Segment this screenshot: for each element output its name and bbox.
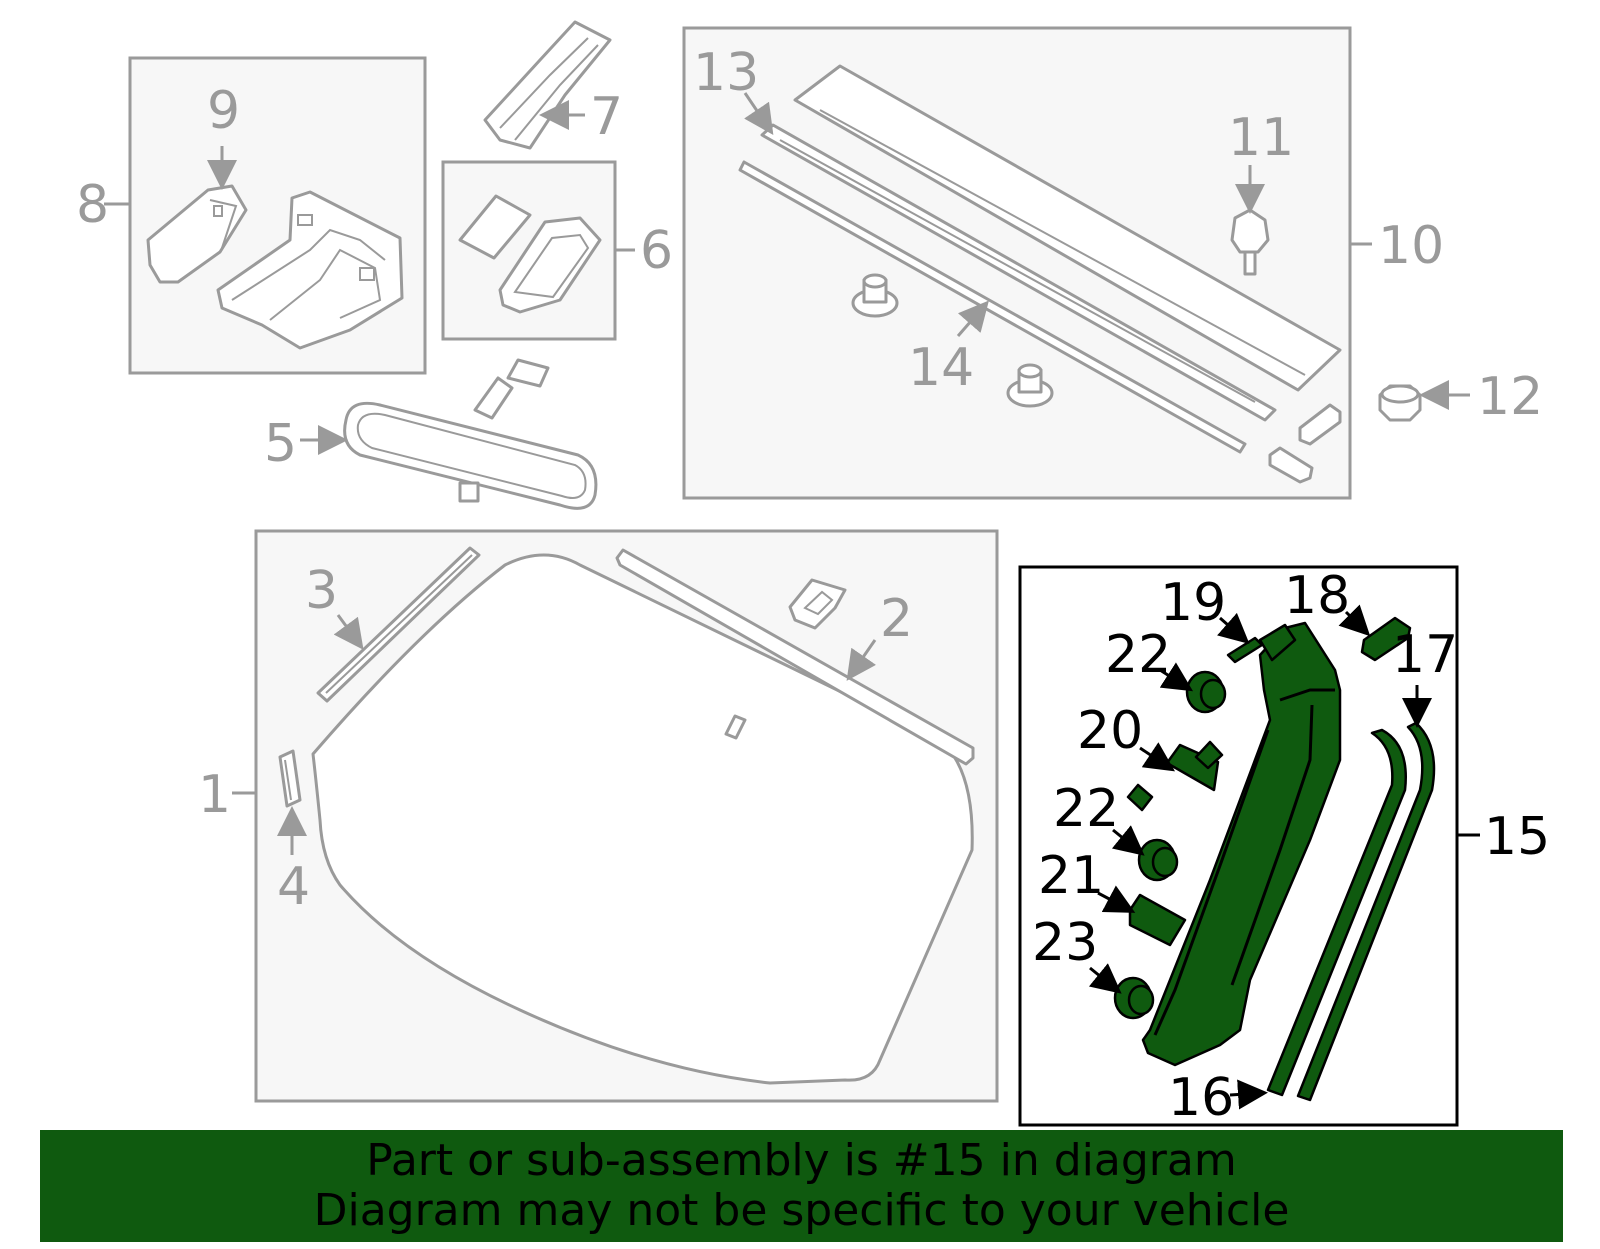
callout-14: 14: [908, 338, 974, 398]
callout-8: 8: [76, 175, 109, 235]
pad-part-6: [458, 194, 602, 314]
callout-17: 17: [1392, 625, 1458, 685]
callout-2: 2: [880, 589, 913, 649]
clip-part-4: [278, 749, 302, 808]
pillar-trim-part-15: [1141, 621, 1342, 1067]
grommet-a: [851, 273, 899, 318]
callout-19: 19: [1160, 573, 1226, 633]
molding-part-14: [738, 160, 1247, 454]
clip-part-22-lower: [1126, 783, 1179, 882]
end-cap-b: [1268, 446, 1314, 484]
callout-18: 18: [1284, 566, 1350, 626]
callout-3: 3: [305, 561, 338, 621]
callout-20: 20: [1077, 701, 1143, 761]
callout-10: 10: [1378, 216, 1444, 276]
banner-line-2: Diagram may not be specific to your vehi…: [313, 1185, 1290, 1236]
weatherstrip-part-16: [1266, 728, 1407, 1097]
banner-line-1: Part or sub-assembly is #15 in diagram: [366, 1135, 1237, 1186]
sensor-housing-part-8: [216, 190, 404, 350]
callout-5: 5: [264, 414, 297, 474]
clip-part-23: [1113, 976, 1155, 1020]
callout-15: 15: [1484, 807, 1550, 867]
callout-12: 12: [1477, 367, 1543, 427]
info-banner: Part or sub-assembly is #15 in diagram D…: [40, 1130, 1563, 1242]
callout-16: 16: [1168, 1068, 1234, 1128]
clip-part-18: [1360, 616, 1412, 662]
end-cap-a: [1298, 403, 1342, 446]
cover-part-7: [483, 20, 612, 150]
molding-part-3: [316, 546, 481, 703]
molding-part-2: [615, 548, 975, 766]
windshield-part-1: [311, 553, 974, 1085]
mirror-part-5: [343, 358, 598, 510]
callout-1: 1: [198, 765, 231, 825]
clip-part-20: [1165, 740, 1224, 792]
callout-4: 4: [277, 857, 310, 917]
clip-part-22-upper: [1185, 670, 1227, 714]
callout-13: 13: [693, 43, 759, 103]
panel-part-10: [793, 64, 1342, 392]
callout-23: 23: [1032, 913, 1098, 973]
callout-22-upper: 22: [1105, 625, 1171, 685]
callout-6: 6: [640, 221, 673, 281]
nut-part-12: [1378, 384, 1422, 422]
callout-22-lower: 22: [1053, 779, 1119, 839]
callout-9: 9: [207, 81, 240, 141]
callout-7: 7: [590, 87, 623, 147]
clip-part-21: [1128, 893, 1187, 947]
grommet-b: [1006, 363, 1054, 408]
callout-21: 21: [1038, 846, 1104, 906]
callout-11: 11: [1228, 108, 1294, 168]
molding-part-17: [1296, 721, 1436, 1102]
